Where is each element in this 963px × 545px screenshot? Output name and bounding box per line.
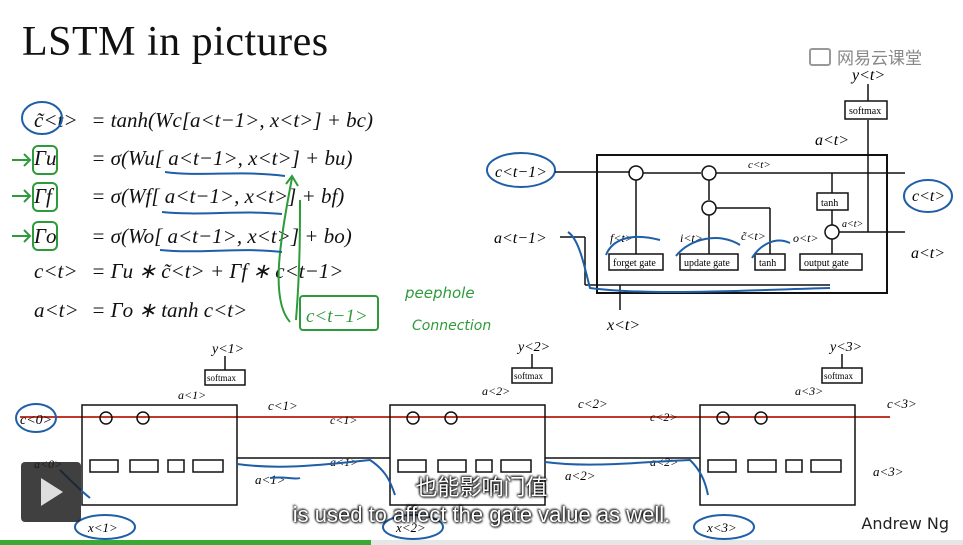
chain-y-2: y<2> — [516, 340, 550, 355]
progress-fill — [0, 540, 371, 545]
play-button[interactable] — [21, 462, 81, 522]
chain-cmid-2: c<2> — [650, 410, 678, 424]
green-annotations — [12, 145, 379, 331]
boxed-term-label: c<t−1> — [306, 306, 368, 327]
equation-rhs: = Γo ∗ tanh c<t> — [91, 298, 248, 322]
chain-x-3: x<3> — [706, 520, 737, 535]
equation-lhs: c<t> — [34, 259, 78, 283]
equation-rhs: = tanh(Wc[a<t−1>, x<t>] + bc) — [91, 108, 373, 132]
chain-cout-3: c<3> — [887, 396, 917, 411]
o-label: o<t> — [793, 231, 819, 245]
chain-y-1: y<1> — [210, 342, 244, 357]
forget-gate-label: forget gate — [613, 258, 656, 269]
equation-lhs: Γu — [34, 146, 57, 170]
chain-aup-2: a<2> — [482, 384, 510, 398]
a-prev-label: a<t−1> — [494, 230, 547, 247]
lstm-cell-diagram: c<t−1> c<t> c<t> forget gate update gate… — [486, 67, 953, 334]
play-icon — [41, 478, 63, 506]
equation-forget-gate: Γf = σ(Wf[ a<t−1>, x<t>] + bf) — [34, 184, 344, 209]
chain-softmax-2: softmax — [514, 371, 543, 381]
y-out-label: y<t> — [850, 67, 885, 84]
chain-cmid-1: c<1> — [330, 413, 358, 427]
tanh-gate-label: tanh — [759, 258, 776, 269]
c-out-label: c<t> — [912, 188, 945, 205]
netease-logo-icon — [809, 47, 831, 66]
peephole-label: peephole — [404, 284, 475, 302]
chain-aup-3: a<3> — [795, 384, 823, 398]
chain-aup-1: a<1> — [178, 388, 206, 402]
subtitle-english: is used to affect the gate value as well… — [292, 502, 671, 527]
ctilde-label: c̃<t> — [741, 229, 766, 243]
watermark-text: 网易云课堂 — [837, 49, 922, 69]
chain-cout-1: c<1> — [268, 398, 298, 413]
equation-candidate: c̃<t> = tanh(Wc[a<t−1>, x<t>] + bc) — [34, 108, 373, 133]
chain-aout-2: a<2> — [565, 468, 596, 483]
output-gate-label: output gate — [804, 258, 849, 269]
chain-x-1: x<1> — [87, 520, 118, 535]
subtitle-chinese: 也能影响门值 — [415, 476, 548, 501]
softmax-label: softmax — [849, 106, 881, 117]
video-progress-bar[interactable] — [0, 540, 963, 545]
author-credit: Andrew Ng — [859, 514, 951, 533]
equation-rhs: = Γu ∗ c̃<t> + Γf ∗ c<t−1> — [91, 259, 344, 283]
update-gate-label: update gate — [684, 258, 730, 269]
tanh-box-label: tanh — [821, 198, 838, 209]
c0-label: c<0> — [20, 413, 52, 428]
chain-aout-1: a<1> — [255, 472, 286, 487]
equation-update-gate: Γu = σ(Wu[ a<t−1>, x<t>] + bu) — [34, 146, 352, 171]
annotation-circle — [21, 101, 63, 135]
chain-softmax-3: softmax — [824, 371, 853, 381]
equation-lhs: Γf — [34, 184, 52, 208]
equation-activation: a<t> = Γo ∗ tanh c<t> — [34, 298, 247, 323]
slide-title: LSTM in pictures — [22, 19, 329, 65]
equation-lhs: a<t> — [34, 298, 79, 322]
connection-label: Connection — [412, 318, 491, 334]
a-top-label: a<t> — [815, 132, 849, 149]
chain-cout-2: c<2> — [578, 396, 608, 411]
equation-rhs: = σ(Wf[ a<t−1>, x<t>] + bf) — [91, 184, 345, 208]
f-label: f<t> — [610, 231, 633, 245]
c-prev-label: c<t−1> — [495, 164, 547, 181]
chain-x-2: x<2> — [395, 520, 426, 535]
blue-underlines — [159, 171, 286, 253]
equation-output-gate: Γo = σ(Wo[ a<t−1>, x<t>] + bo) — [34, 224, 352, 249]
x-in-label: x<t> — [606, 317, 640, 334]
a-right-label: a<t> — [911, 245, 945, 262]
equation-lhs: c̃<t> — [34, 108, 78, 132]
equation-rhs: = σ(Wu[ a<t−1>, x<t>] + bu) — [91, 146, 353, 170]
equation-rhs: = σ(Wo[ a<t−1>, x<t>] + bo) — [91, 224, 352, 248]
equation-cell-state: c<t> = Γu ∗ c̃<t> + Γf ∗ c<t−1> — [34, 259, 343, 284]
lstm-chain: c<0> a<0> softmax y<1> a<1> c<1> c<1> a<… — [15, 340, 917, 540]
chain-softmax-1: softmax — [207, 373, 236, 383]
netease-watermark: 网易云课堂 — [809, 44, 922, 69]
chain-aout-3: a<3> — [873, 464, 904, 479]
equation-lhs: Γo — [34, 224, 57, 248]
a-inner-label: a<t> — [842, 219, 863, 230]
c-line-label: c<t> — [748, 159, 771, 171]
chain-y-3: y<3> — [828, 340, 862, 355]
